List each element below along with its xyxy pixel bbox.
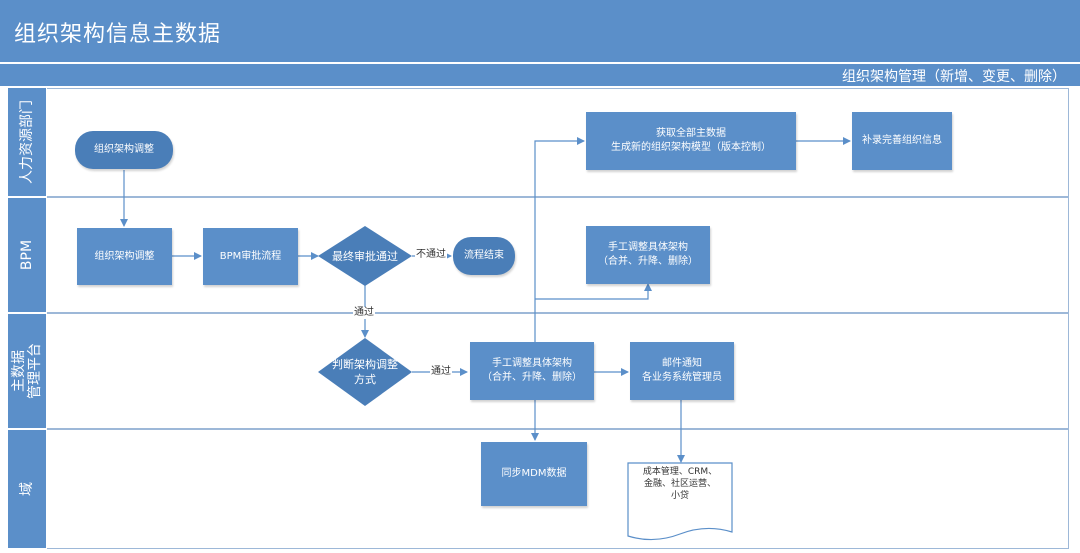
node-bpm-adjust: 组织架构调整 [77, 228, 172, 285]
judge-mode-diamond [318, 338, 412, 406]
lane-header-mdm: 主数据 管理平台 [8, 314, 46, 428]
lane-header-bpm: BPM [8, 198, 46, 312]
node-email-notify: 邮件通知 各业务系统管理员 [630, 342, 734, 400]
node-hr-start: 组织架构调整 [75, 131, 173, 169]
lane-body-mdm [47, 313, 1069, 429]
edge-branch-to-bpm-manual [535, 283, 652, 300]
node-flow-end: 流程结束 [453, 237, 515, 275]
node-supplement: 补录完善组织信息 [852, 112, 952, 170]
node-sync-mdm-label: 同步MDM数据 [501, 468, 567, 479]
node-manual-adjust-mdm-label: 手工调整具体架构 （合并、升降、删除） [482, 358, 582, 383]
lane-header-domain: 域 [8, 430, 46, 548]
edge-label-not-pass: 不通过 [415, 249, 447, 261]
node-hr-start-label: 组织架构调整 [94, 144, 154, 155]
node-bpm-approval-label: BPM审批流程 [219, 250, 282, 262]
node-email-notify-label: 邮件通知 各业务系统管理员 [642, 358, 722, 383]
page-title: 组织架构信息主数据 [14, 22, 222, 47]
node-manual-adjust-bpm: 手工调整具体架构 （合并、升降、删除） [586, 226, 710, 284]
page-subtitle: 组织架构管理（新增、变更、删除） [842, 69, 1066, 85]
title-bar: 组织架构信息主数据 [0, 0, 1080, 62]
node-judge-mode: 判断架构调整 方式 [332, 358, 398, 386]
node-final-approval: 最终审批通过 [332, 249, 398, 263]
final-approval-diamond [318, 226, 412, 286]
node-fetch-master-label: 获取全部主数据 生成新的组织架构模型（版本控制） [611, 128, 771, 153]
edge-label-pass-right: 通过 [430, 366, 452, 378]
systems-doc-shape [627, 462, 733, 541]
edge-label-pass-down: 通过 [353, 307, 375, 319]
node-bpm-approval: BPM审批流程 [203, 228, 298, 285]
node-flow-end-label: 流程结束 [464, 250, 504, 261]
subtitle-bar: 组织架构管理（新增、变更、删除） [0, 64, 1080, 86]
node-bpm-adjust-label: 组织架构调整 [94, 250, 155, 262]
node-supplement-label: 补录完善组织信息 [862, 135, 942, 146]
lane-header-hr: 人力资源部门 [8, 88, 46, 196]
node-fetch-master: 获取全部主数据 生成新的组织架构模型（版本控制） [586, 112, 796, 170]
edge-manual-to-fetch [534, 137, 585, 342]
node-manual-adjust-mdm: 手工调整具体架构 （合并、升降、删除） [470, 342, 594, 400]
node-systems-doc-label: 成本管理、CRM、 金融、社区运营、 小贷 [642, 467, 718, 501]
node-manual-adjust-bpm-label: 手工调整具体架构 （合并、升降、删除） [598, 242, 698, 267]
node-sync-mdm: 同步MDM数据 [481, 442, 587, 506]
